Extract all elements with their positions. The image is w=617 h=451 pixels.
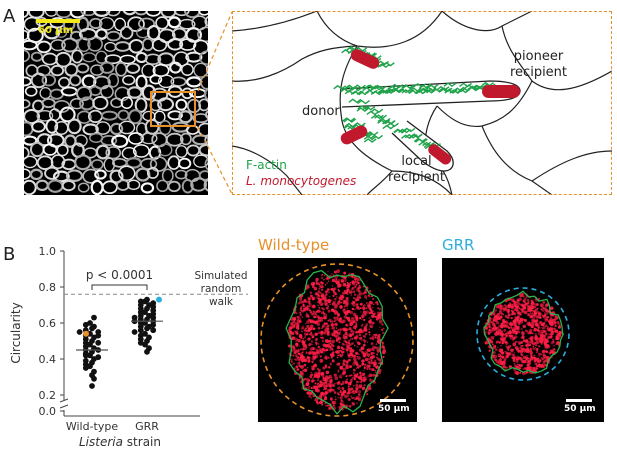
reference-line-label: Simulated bbox=[194, 270, 247, 282]
scale-bar-top-label: 60 µm bbox=[38, 25, 74, 36]
y-tick-label: 0.6 bbox=[39, 317, 57, 330]
data-point bbox=[137, 327, 144, 334]
data-point bbox=[144, 325, 150, 332]
epithelial-microscopy-image: 60 µm bbox=[24, 11, 208, 195]
wildtype-spread-image: 50 µm bbox=[258, 258, 417, 422]
label-local-recipient: local recipient bbox=[388, 154, 445, 186]
wildtype-image-title: Wild-type bbox=[258, 236, 330, 254]
y-tick-label: 0.4 bbox=[39, 353, 57, 366]
legend-factin: F-actin bbox=[246, 158, 287, 172]
y-axis-label: Circularity bbox=[9, 302, 23, 363]
bounding-circle bbox=[476, 287, 570, 381]
bounding-circle bbox=[260, 263, 414, 417]
spread-outline bbox=[285, 269, 389, 415]
axis-break-mark-2 bbox=[59, 404, 69, 409]
highlight-point bbox=[156, 296, 162, 303]
x-tick-label: GRR bbox=[135, 420, 159, 433]
panel-letter-b: B bbox=[3, 244, 16, 265]
data-point bbox=[142, 341, 148, 348]
axis-break-mark-1 bbox=[59, 398, 69, 403]
data-point bbox=[91, 314, 97, 321]
scale-bar-wt-label: 50 µm bbox=[378, 404, 410, 414]
y-tick-label: 0.2 bbox=[39, 389, 57, 402]
grr-image-title: GRR bbox=[442, 236, 475, 254]
listeria-bacteria bbox=[340, 49, 520, 165]
data-point bbox=[131, 329, 138, 335]
label-donor: donor bbox=[302, 104, 340, 119]
scale-bar-grr-label: 50 µm bbox=[564, 404, 596, 414]
scale-bar-grr bbox=[566, 399, 592, 402]
y-tick-label: 1.0 bbox=[39, 245, 57, 258]
legend-listeria: L. monocytogenes bbox=[246, 174, 357, 188]
data-point bbox=[82, 321, 89, 328]
highlight-point bbox=[83, 330, 89, 337]
x-tick-label: Wild-type bbox=[66, 420, 119, 433]
y-tick-label: 0.8 bbox=[39, 281, 57, 294]
bacteria-signal bbox=[484, 292, 562, 376]
label-local: local bbox=[401, 154, 432, 169]
significance-label: p < 0.0001 bbox=[86, 268, 153, 282]
data-point bbox=[89, 383, 95, 389]
infection-schematic: pioneer recipient donor local recipient … bbox=[231, 10, 613, 196]
data-point bbox=[82, 365, 89, 371]
panel-letter-a: A bbox=[3, 6, 16, 27]
label-local-recipient-word: recipient bbox=[388, 170, 446, 185]
y-tick-label: 0.0 bbox=[39, 405, 57, 418]
reference-line-label: random bbox=[201, 283, 242, 295]
data-point bbox=[144, 348, 150, 355]
label-pioneer-recipient: pioneer recipient bbox=[510, 49, 567, 81]
scale-bar-top bbox=[36, 19, 80, 23]
label-pioneer-recipient-word: recipient bbox=[510, 65, 568, 80]
bacteria-signal bbox=[288, 269, 387, 411]
data-point bbox=[89, 325, 95, 332]
zoom-frame bbox=[232, 11, 612, 195]
data-point bbox=[142, 298, 148, 305]
scale-bar-wt bbox=[380, 399, 406, 402]
reference-line-label: walk bbox=[209, 296, 234, 308]
data-point bbox=[76, 329, 83, 335]
significance-bracket bbox=[91, 284, 148, 290]
spread-outline bbox=[483, 290, 565, 374]
data-point bbox=[142, 309, 148, 316]
data-point bbox=[82, 352, 89, 359]
data-point bbox=[87, 352, 93, 359]
data-point bbox=[91, 375, 97, 382]
x-axis-label: Listeria strain bbox=[79, 435, 161, 449]
label-pioneer: pioneer bbox=[513, 49, 564, 64]
data-point bbox=[150, 327, 157, 334]
actin-filaments bbox=[333, 45, 498, 150]
zoom-region-box bbox=[150, 91, 196, 127]
grr-spread-image: 50 µm bbox=[442, 258, 604, 422]
data-point bbox=[95, 339, 102, 346]
